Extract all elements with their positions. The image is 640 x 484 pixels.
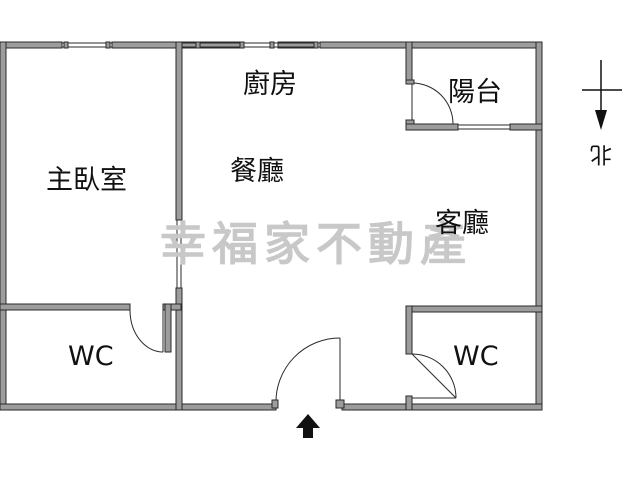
wall-balcony-bottom: [405, 123, 459, 131]
wall-wc-left-door-jamb: [162, 303, 182, 311]
door-wc-left: [129, 309, 164, 353]
window-top-left: [62, 41, 112, 49]
wall-top-left: [0, 41, 63, 49]
room-labels: 廚房 陽台 主臥室 餐廳 客廳 WC WC: [46, 69, 502, 372]
compass-arrow-icon: [582, 60, 622, 130]
wall-divider-lower: [175, 287, 183, 411]
wall-wc-right-left: [405, 305, 413, 355]
wall-top-right: [319, 41, 543, 49]
door-entrance: [271, 337, 345, 409]
wall-wc-right-top: [405, 305, 543, 313]
wall-bottom-left: [0, 403, 277, 411]
wall-wc-right-left-lower: [405, 395, 413, 411]
wall-balcony-left-upper: [405, 41, 413, 83]
compass-label: 北: [590, 141, 612, 166]
wall-right: [535, 41, 543, 411]
doors: [129, 79, 457, 409]
wall-divider-upper: [175, 41, 183, 221]
wall-wc-left-stub: [164, 303, 172, 353]
arrow-up-icon: [296, 414, 320, 438]
label-kitchen: 廚房: [243, 69, 297, 100]
label-dining-room: 餐廳: [230, 156, 284, 187]
watermark-text: 幸福家不動產: [160, 217, 472, 271]
window-top-mid: [182, 41, 245, 49]
wall-bedroom-wc: [0, 303, 131, 311]
label-living-room: 客廳: [435, 208, 489, 239]
label-balcony: 陽台: [448, 77, 502, 108]
wall-bottom-right: [341, 403, 543, 411]
wall-balcony-bottom-right: [509, 123, 543, 131]
label-wc-right: WC: [453, 341, 499, 372]
door-balcony: [405, 79, 454, 125]
label-wc-left: WC: [68, 341, 114, 372]
window-balcony: [458, 124, 510, 130]
windows: [62, 41, 510, 288]
wall-left: [0, 41, 7, 411]
window-divider: [176, 220, 182, 288]
window-top-kitchen: [244, 41, 320, 49]
label-master-bedroom: 主臥室: [46, 165, 127, 196]
door-wc-right: [411, 353, 457, 399]
